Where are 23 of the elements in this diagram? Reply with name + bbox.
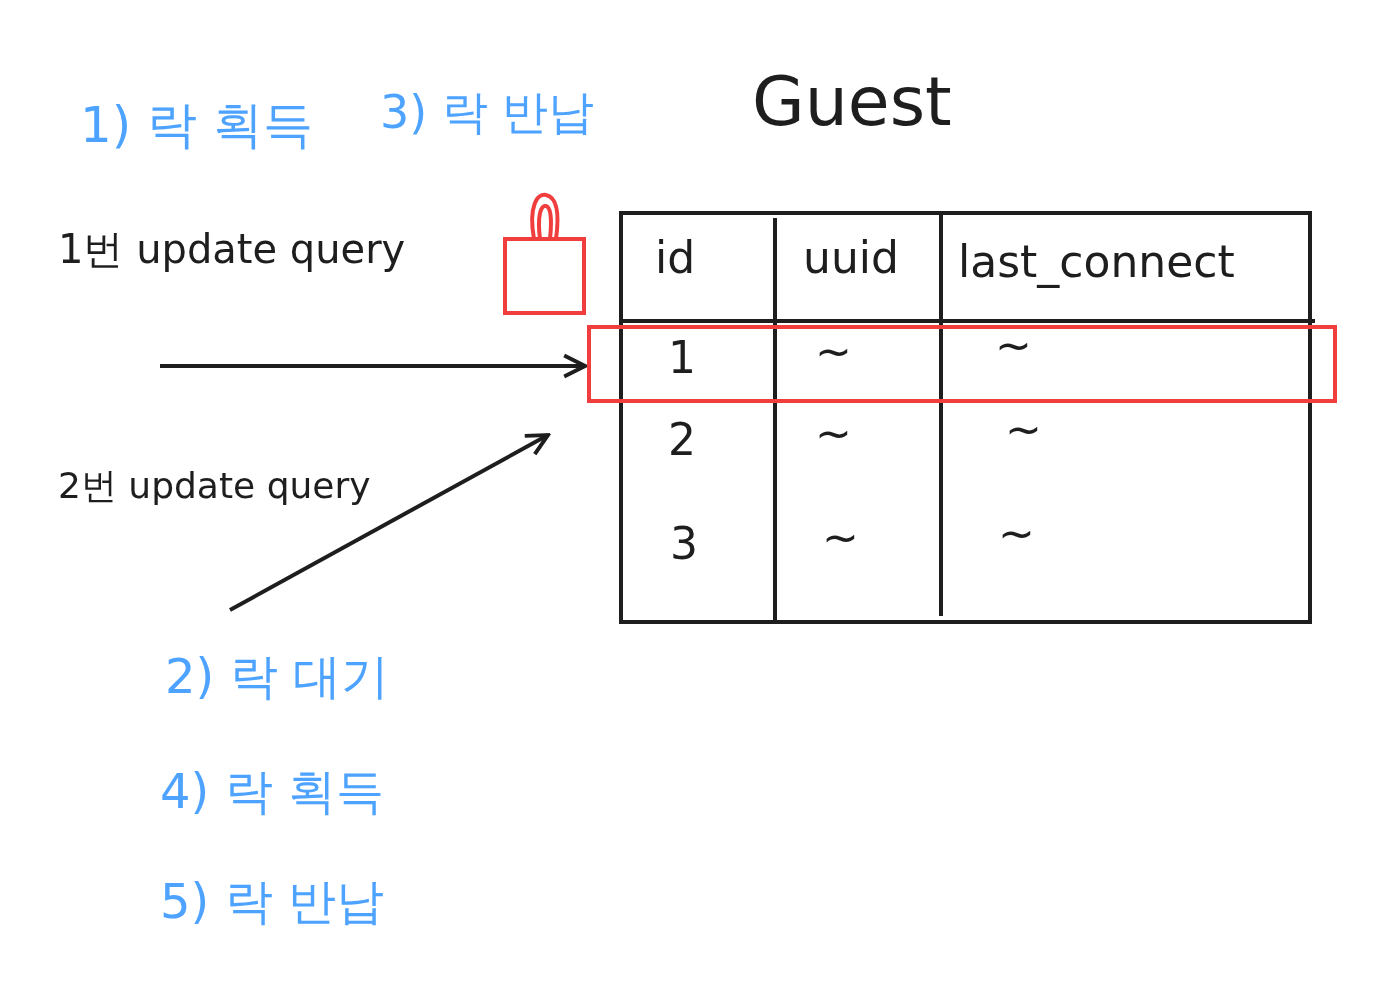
query-label: 2번 update query — [58, 462, 403, 610]
step-note: 5) 락 반납 — [160, 872, 384, 931]
table-cell: 3 — [670, 518, 698, 569]
step-note: 2) 락 대기 — [165, 647, 389, 706]
table-cell: ~ — [815, 326, 852, 377]
column-header: last_connect — [958, 236, 1235, 287]
table-cell: ~ — [815, 408, 852, 459]
arrow — [229, 433, 550, 612]
highlight-box — [587, 325, 1337, 403]
table-cell: 2 — [668, 414, 696, 465]
column-header: id — [655, 232, 696, 283]
table-cell: ~ — [822, 512, 859, 563]
table-cell: ~ — [998, 508, 1035, 559]
query-label: 1번 update query — [58, 222, 468, 366]
step-note: 4) 락 획득 — [160, 762, 384, 821]
column-header: uuid — [803, 232, 899, 283]
table-cell: ~ — [1005, 404, 1042, 455]
table-title: Guest — [752, 62, 952, 141]
table-cell: ~ — [995, 320, 1032, 371]
step-note: 3) 락 반납 — [380, 84, 595, 141]
arrow — [160, 353, 587, 379]
step-note: 1) 락 획득 — [80, 95, 314, 156]
table-cell: 1 — [668, 332, 696, 383]
